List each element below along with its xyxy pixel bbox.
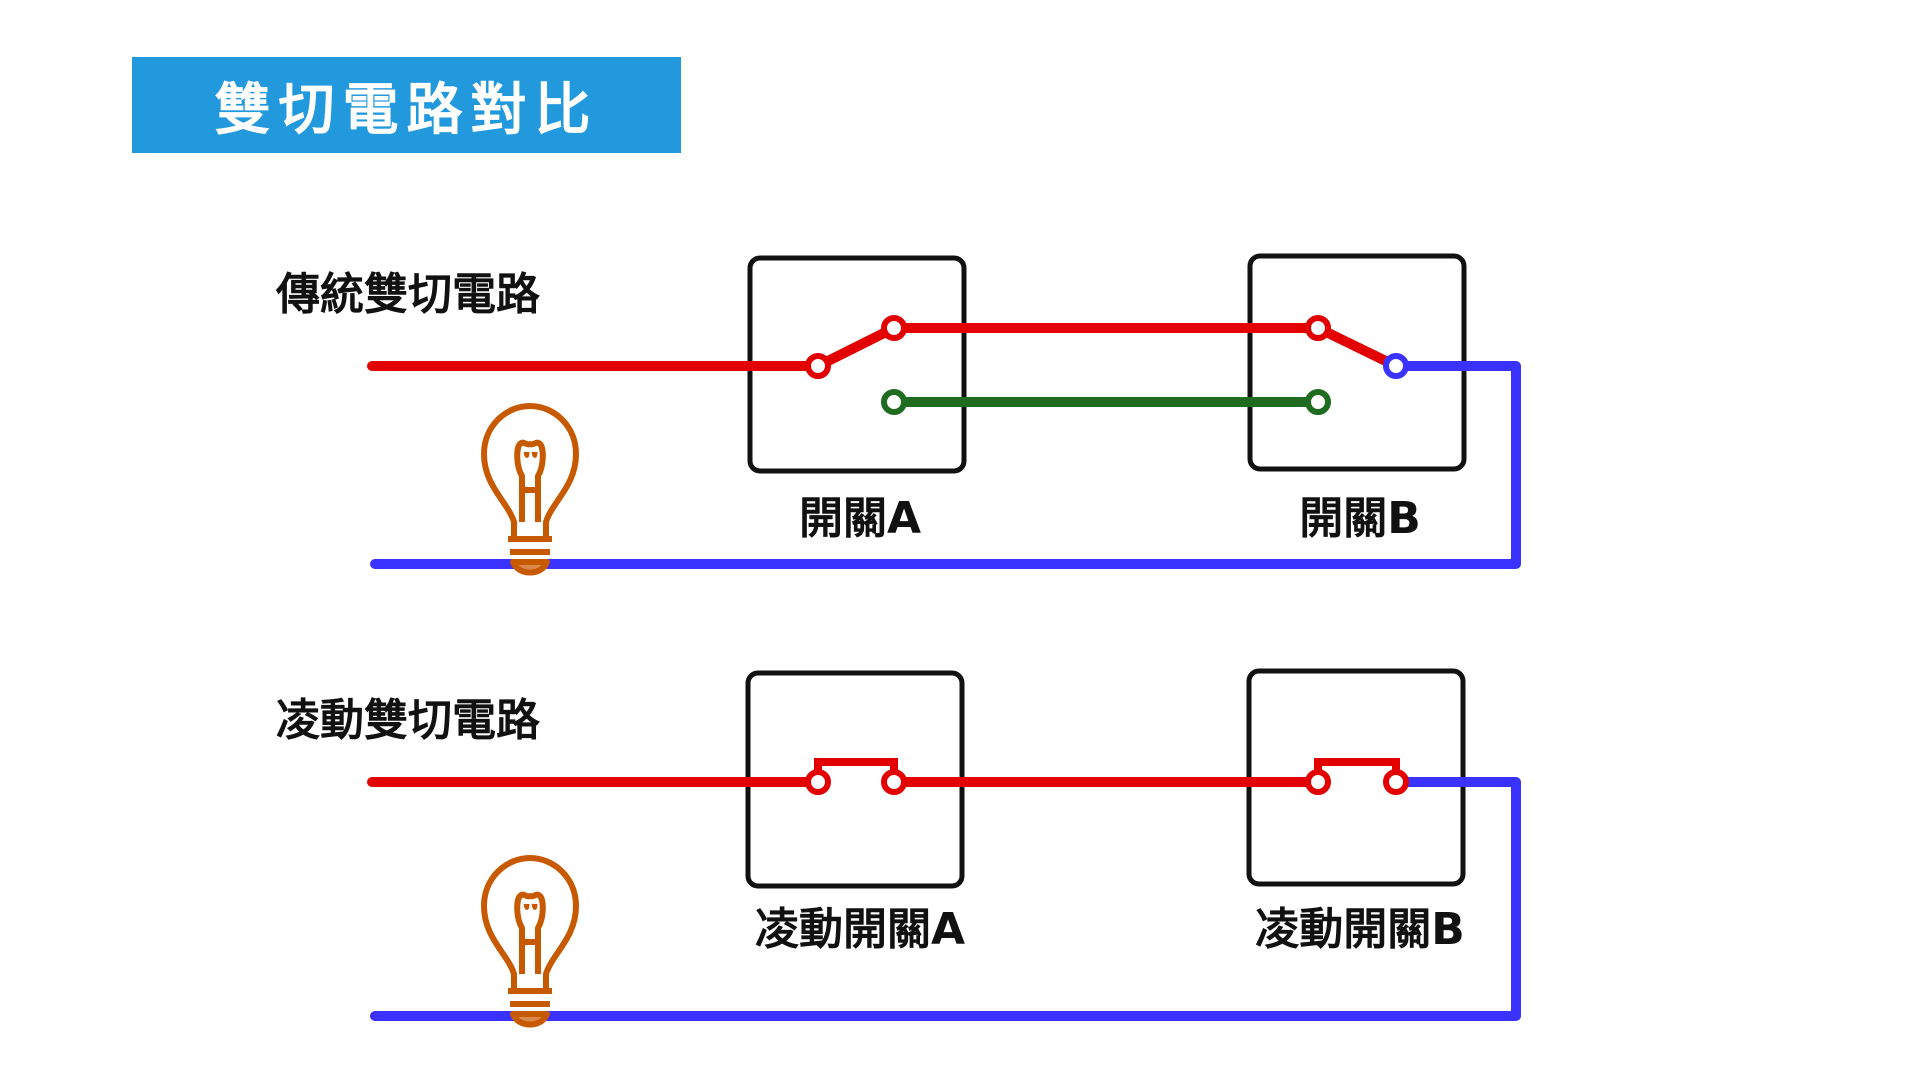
contact-bar-a [814,758,898,776]
terminal-a-2 [881,389,907,415]
light-bulb-icon [481,855,579,1028]
title-banner: 雙切電路對比 [132,57,681,153]
terminal-a-1 [881,315,907,341]
terminal-b-common [1383,353,1409,379]
page-title: 雙切電路對比 [214,77,599,143]
terminal-a-common [805,353,831,379]
switch-a-label: 開關A [798,493,922,544]
smart-terminal-b-2 [1383,769,1409,795]
smart-terminal-a-2 [881,769,907,795]
traditional-circuit [367,253,1521,576]
switch-b-lever [1313,323,1401,371]
terminal-b-2 [1305,389,1331,415]
section-title-traditional: 傳統雙切電路 [276,269,540,320]
smart-switch-a-label: 凌動開關A [754,904,966,955]
light-bulb-icon [481,403,579,576]
smart-terminal-a-1 [805,769,831,795]
section-title-smart: 凌動雙切電路 [276,695,540,746]
neutral-wire [370,361,1521,569]
neutral-wire-2 [370,777,1521,1021]
switch-b-label: 開關B [1299,493,1421,544]
smart-terminal-b-1 [1305,769,1331,795]
smart-switch-b-label: 凌動開關B [1255,904,1465,955]
smart-circuit [367,668,1521,1028]
switch-a-lever [813,323,899,371]
terminal-b-1 [1305,315,1331,341]
contact-bar-b [1314,758,1400,776]
